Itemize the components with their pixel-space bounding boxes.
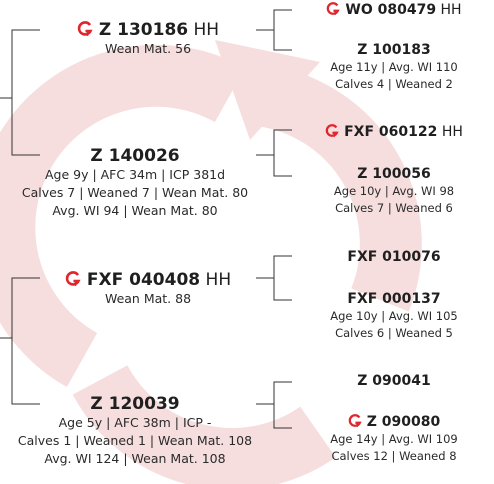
animal-stat: Age 5y | AFC 38m | ICP - (0, 414, 270, 432)
animal-card-wo080479[interactable]: T WO 080479 HH (296, 1, 492, 19)
animal-stat: Avg. WI 124 | Wean Mat. 108 (0, 450, 270, 468)
animal-card-z120039[interactable]: Z 120039 Age 5y | AFC 38m | ICP - Calves… (0, 394, 270, 468)
svg-text:T: T (333, 133, 337, 138)
animal-card-z090041[interactable]: Z 090041 (296, 372, 492, 390)
animal-title: Z 120039 (0, 394, 270, 414)
animal-card-z140026[interactable]: Z 140026 Age 9y | AFC 34m | ICP 381d Cal… (0, 146, 270, 220)
animal-title: Z 100056 (296, 165, 492, 183)
animal-title: Z 090041 (296, 372, 492, 390)
animal-title: Z 100183 (296, 41, 492, 59)
genetic-tested-icon: T (325, 124, 339, 138)
animal-stat: Avg. WI 94 | Wean Mat. 80 (0, 202, 270, 220)
animal-stat: Age 10y | Avg. WI 98 (296, 183, 492, 200)
genetic-tested-icon: T (65, 271, 81, 287)
animal-card-z100183[interactable]: Z 100183 Age 11y | Avg. WI 110 Calves 4 … (296, 41, 492, 93)
animal-card-fxf010076[interactable]: FXF 010076 (296, 248, 492, 266)
animal-stat: Age 9y | AFC 34m | ICP 381d (0, 166, 270, 184)
animal-card-z100056[interactable]: Z 100056 Age 10y | Avg. WI 98 Calves 7 |… (296, 165, 492, 217)
animal-stat: Wean Mat. 56 (40, 40, 256, 58)
animal-title: T FXF 060122 HH (296, 123, 492, 141)
animal-title: T WO 080479 HH (296, 1, 492, 19)
genetic-tested-icon: T (77, 21, 93, 37)
svg-text:T: T (334, 11, 338, 16)
animal-stat: Calves 12 | Weaned 8 (296, 448, 492, 465)
animal-stat: Wean Mat. 88 (40, 290, 256, 308)
animal-stat: Age 11y | Avg. WI 110 (296, 59, 492, 76)
animal-card-fxf060122[interactable]: T FXF 060122 HH (296, 123, 492, 141)
animal-stat: Calves 7 | Weaned 7 | Wean Mat. 80 (0, 184, 270, 202)
animal-title: T FXF 040408 HH (40, 270, 256, 290)
animal-title: T Z 130186 HH (40, 20, 256, 40)
animal-stat: Calves 7 | Weaned 6 (296, 200, 492, 217)
animal-card-fxf040408[interactable]: T FXF 040408 HH Wean Mat. 88 (40, 270, 256, 308)
animal-title: Z 140026 (0, 146, 270, 166)
animal-card-z090080[interactable]: T Z 090080 Age 14y | Avg. WI 109 Calves … (296, 413, 492, 465)
animal-stat: Calves 6 | Weaned 5 (296, 325, 492, 342)
svg-text:T: T (355, 423, 359, 428)
animal-stat: Calves 1 | Weaned 1 | Wean Mat. 108 (0, 432, 270, 450)
animal-title: FXF 000137 (296, 290, 492, 308)
genetic-tested-icon: T (326, 2, 340, 16)
animal-stat: Calves 4 | Weaned 2 (296, 76, 492, 93)
animal-title: FXF 010076 (296, 248, 492, 266)
animal-stat: Age 14y | Avg. WI 109 (296, 431, 492, 448)
animal-title: T Z 090080 (296, 413, 492, 431)
animal-card-fxf000137[interactable]: FXF 000137 Age 10y | Avg. WI 105 Calves … (296, 290, 492, 342)
genetic-tested-icon: T (348, 414, 362, 428)
animal-stat: Age 10y | Avg. WI 105 (296, 308, 492, 325)
animal-card-z130186[interactable]: T Z 130186 HH Wean Mat. 56 (40, 20, 256, 58)
